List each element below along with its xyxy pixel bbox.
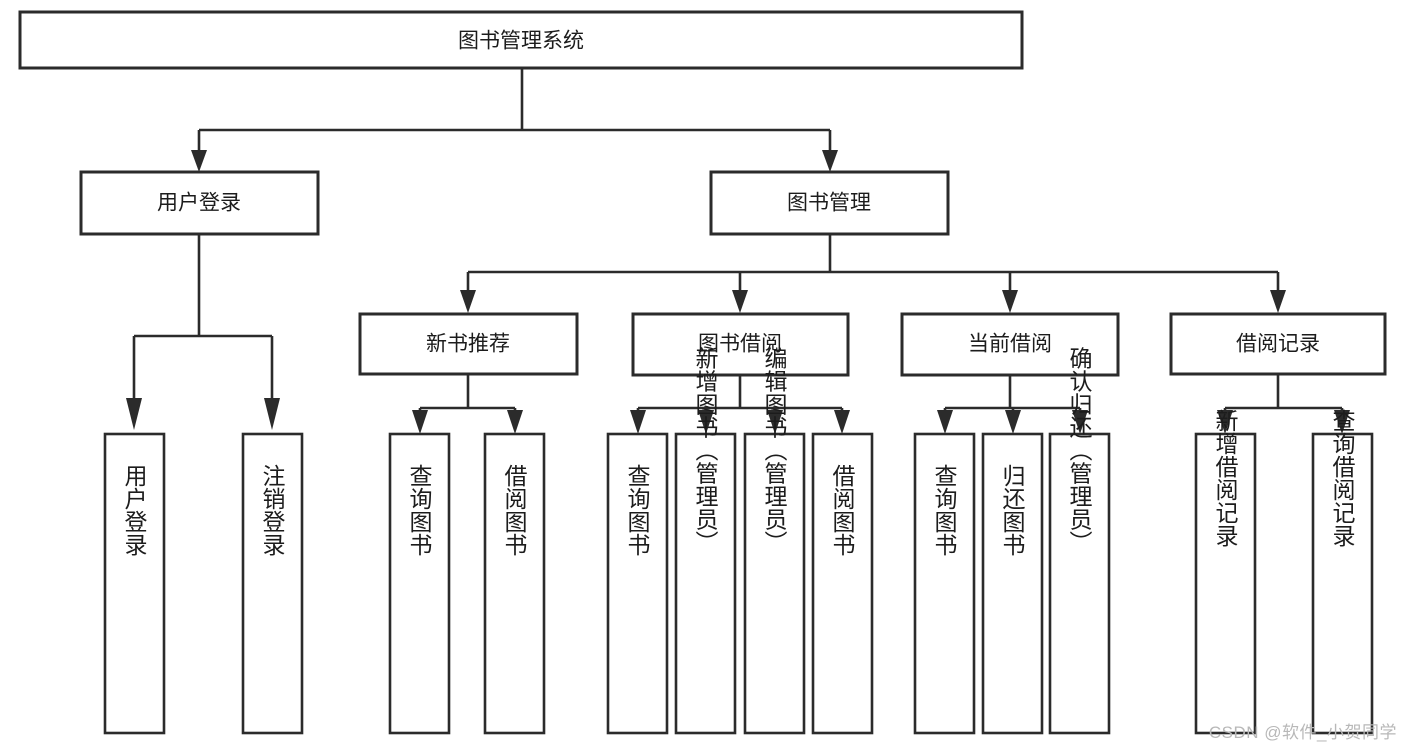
leaf-user-login-box[interactable] xyxy=(103,432,166,735)
arrow-book-borrow-leaf2 xyxy=(698,410,714,434)
leaf-confirm-return[interactable]: 确认归还（管理员） xyxy=(1048,347,1111,735)
arrow-borrow-record-leaf1 xyxy=(1217,410,1233,434)
leaf-confirm-return-box[interactable] xyxy=(1048,432,1111,735)
arrow-new-book-leaf1 xyxy=(412,410,428,434)
arrow-root-to-user-login xyxy=(191,150,207,172)
csdn-watermark: CSDN @软件_小贺同学 xyxy=(1208,723,1397,742)
arrow-root-to-book-management xyxy=(822,150,838,172)
arrow-book-borrow-leaf4 xyxy=(834,410,850,434)
leaf-edit-book[interactable]: 编辑图书（管理员） xyxy=(743,347,806,735)
leaf-user-login[interactable]: 用户登录 xyxy=(103,432,166,735)
node-book-borrow-label: 图书借阅 xyxy=(698,333,782,356)
leaf-user-logout-label: 注销登录 xyxy=(259,464,286,556)
arrow-current-borrow-leaf3 xyxy=(1072,410,1088,434)
node-root-box[interactable] xyxy=(18,10,1024,70)
leaf-borrow-book-1[interactable]: 借阅图书 xyxy=(483,432,546,735)
arrow-bm-to-borrow-record xyxy=(1270,290,1286,313)
arrow-user-login-leaf2 xyxy=(264,398,280,430)
node-new-book-recommend[interactable]: 新书推荐 xyxy=(358,312,579,376)
leaf-add-record[interactable]: 新增借阅记录 xyxy=(1194,409,1257,735)
node-borrow-record-box[interactable] xyxy=(1169,312,1387,376)
node-new-book-recommend-box[interactable] xyxy=(358,312,579,376)
leaf-query-book-2-label: 查询图书 xyxy=(624,464,651,556)
leaf-query-book-3[interactable]: 查询图书 xyxy=(913,432,976,735)
node-root[interactable]: 图书管理系统 xyxy=(18,10,1024,70)
leaf-query-book-1-label: 查询图书 xyxy=(406,464,433,556)
leaf-return-book[interactable]: 归还图书 xyxy=(981,432,1044,735)
leaf-query-book-2[interactable]: 查询图书 xyxy=(606,432,669,735)
leaf-borrow-book-1-box[interactable] xyxy=(483,432,546,735)
arrow-new-book-leaf2 xyxy=(507,410,523,434)
arrow-bm-to-new-book xyxy=(460,290,476,313)
arrow-book-borrow-leaf3 xyxy=(767,410,783,434)
edge-layer xyxy=(126,68,1350,434)
leaf-query-record-label: 查询借阅记录 xyxy=(1329,409,1356,547)
leaf-query-book-3-label: 查询图书 xyxy=(931,464,958,556)
leaf-return-book-box[interactable] xyxy=(981,432,1044,735)
leaf-borrow-book-2[interactable]: 借阅图书 xyxy=(811,432,874,735)
leaf-borrow-book-2-label: 借阅图书 xyxy=(829,464,856,556)
node-current-borrow-label: 当前借阅 xyxy=(968,333,1052,356)
node-current-borrow-box[interactable] xyxy=(900,312,1120,377)
arrow-book-borrow-leaf1 xyxy=(630,410,646,434)
leaf-query-record-box[interactable] xyxy=(1311,432,1374,735)
leaf-return-book-label: 归还图书 xyxy=(999,464,1026,556)
node-borrow-record[interactable]: 借阅记录 xyxy=(1169,312,1387,376)
leaf-user-login-label: 用户登录 xyxy=(121,464,148,556)
node-new-book-recommend-label: 新书推荐 xyxy=(426,333,510,356)
leaf-add-book-box[interactable] xyxy=(674,432,737,735)
arrow-borrow-record-leaf2 xyxy=(1334,410,1350,434)
node-book-management-label: 图书管理 xyxy=(787,192,871,215)
node-book-borrow[interactable]: 图书借阅 xyxy=(631,312,850,377)
leaf-add-record-label: 新增借阅记录 xyxy=(1212,409,1239,547)
leaf-confirm-return-label: 确认归还（管理员） xyxy=(1066,347,1093,554)
leaf-user-logout-box[interactable] xyxy=(241,432,304,735)
node-current-borrow[interactable]: 当前借阅 xyxy=(900,312,1120,377)
node-root-label: 图书管理系统 xyxy=(458,30,584,53)
arrow-bm-to-current-borrow xyxy=(1002,290,1018,313)
node-user-login[interactable]: 用户登录 xyxy=(79,170,320,236)
node-book-management[interactable]: 图书管理 xyxy=(709,170,950,236)
leaf-borrow-book-1-label: 借阅图书 xyxy=(501,464,528,556)
arrow-bm-to-book-borrow xyxy=(732,290,748,313)
leaf-query-book-3-box[interactable] xyxy=(913,432,976,735)
leaf-user-logout[interactable]: 注销登录 xyxy=(241,432,304,735)
leaf-add-book[interactable]: 新增图书（管理员） xyxy=(674,347,737,735)
arrow-current-borrow-leaf2 xyxy=(1005,410,1021,434)
node-user-login-label: 用户登录 xyxy=(157,192,241,215)
node-user-login-box[interactable] xyxy=(79,170,320,236)
arrow-user-login-leaf1 xyxy=(126,398,142,430)
node-book-borrow-box[interactable] xyxy=(631,312,850,377)
leaf-query-book-2-box[interactable] xyxy=(606,432,669,735)
leaf-query-book-1-box[interactable] xyxy=(388,432,451,735)
leaf-borrow-book-2-box[interactable] xyxy=(811,432,874,735)
leaf-edit-book-box[interactable] xyxy=(743,432,806,735)
leaf-query-record[interactable]: 查询借阅记录 xyxy=(1311,409,1374,735)
leaf-query-book-1[interactable]: 查询图书 xyxy=(388,432,451,735)
node-book-management-box[interactable] xyxy=(709,170,950,236)
leaf-edit-book-label: 编辑图书（管理员） xyxy=(761,347,788,554)
leaf-add-record-box[interactable] xyxy=(1194,432,1257,735)
arrow-current-borrow-leaf1 xyxy=(937,410,953,434)
node-borrow-record-label: 借阅记录 xyxy=(1236,333,1320,356)
leaf-add-book-label: 新增图书（管理员） xyxy=(692,347,719,554)
